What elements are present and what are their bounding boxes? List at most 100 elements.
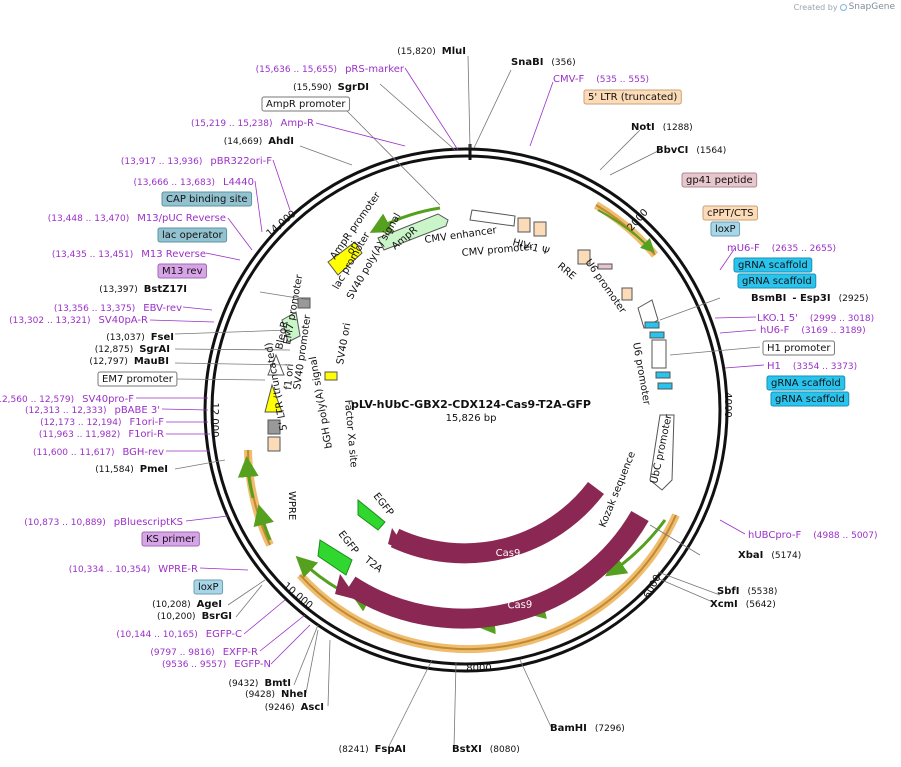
- feature-box: [766, 375, 846, 391]
- primer-name: EBV-rev: [143, 303, 182, 314]
- enzyme-pos: (15,820): [397, 47, 436, 57]
- feature-box: [710, 221, 741, 237]
- grna-box: [644, 321, 660, 329]
- egfp-arrow: [357, 498, 386, 531]
- primer-label: EXFP-R (9797 .. 9816): [150, 647, 258, 658]
- enzyme-label: SnaBI(356): [511, 57, 576, 68]
- feature-box-label: cPPT/CTS: [702, 205, 758, 221]
- enzyme-pos: (7296): [595, 724, 625, 734]
- primer-range: (10,144 .. 10,165): [116, 630, 197, 640]
- feature-box: [261, 96, 350, 112]
- orf-arrow: [597, 209, 655, 253]
- primer-label: Amp-R(15,219 .. 15,238): [191, 118, 314, 129]
- tick-label: 12,000: [209, 403, 220, 438]
- enzyme-label: BstZ17I(13,397): [99, 284, 187, 295]
- enzyme-pos: (11,584): [95, 465, 134, 475]
- enzyme-label: NotI(1288): [631, 122, 693, 133]
- feature-box: [681, 172, 758, 188]
- primer-range: (3354 .. 3373): [793, 362, 857, 372]
- feature-box-label: EM7 promoter: [97, 371, 178, 387]
- enzyme-name: PmeI: [140, 464, 168, 475]
- plasmid-size: 15,826 bp: [446, 413, 497, 424]
- grna-box: [649, 331, 665, 339]
- enzyme-pos: (14,669): [224, 137, 263, 147]
- bgh-box: [267, 419, 281, 435]
- enzyme-name: BmtI: [264, 678, 291, 689]
- primer-name: H1: [767, 361, 781, 372]
- enzyme-label: BmtI(9432): [229, 678, 291, 689]
- primer-name: EXFP-R: [223, 647, 258, 658]
- feature-box: [762, 340, 835, 356]
- primer-range: (13,666 .. 13,683): [134, 178, 215, 188]
- primer-label: CMV-F(535 .. 555): [553, 74, 649, 85]
- enzyme-name: XbaI: [738, 550, 763, 561]
- feature-box-label: gRNA scaffold: [737, 273, 817, 289]
- primer-range: (9536 .. 9557): [162, 660, 226, 670]
- enzyme-pos: (9246): [265, 703, 295, 713]
- enzyme-label: NheI(9428): [245, 689, 307, 700]
- orf-arc-line: [299, 514, 677, 651]
- enzyme-label: AscI(9246): [265, 702, 324, 713]
- cas9-label: Cas9: [496, 548, 521, 559]
- enzyme-name: FseI: [151, 332, 174, 343]
- feature-box: [157, 263, 207, 279]
- enzyme-pos: (13,037): [106, 333, 145, 343]
- feature-box: [193, 579, 224, 595]
- primer-name: CMV-F: [553, 74, 584, 85]
- enzyme-name: - Esp3I: [792, 293, 830, 304]
- primer-range: (9797 .. 9816): [150, 648, 214, 658]
- rre-box: [577, 249, 591, 265]
- primer-label: F1ori-F(12,173 .. 12,194): [40, 417, 164, 428]
- primer-range: (13,917 .. 13,936): [121, 157, 202, 167]
- primer-range: (12,560 .. 12,579): [0, 395, 74, 405]
- primer-name: pRS-marker: [345, 64, 405, 75]
- plasmid-name: pLV-hUbC-GBX2-CDX124-Cas9-T2A-GFP: [351, 398, 591, 411]
- feature-box-text: H1 promoter: [767, 343, 831, 354]
- primer-name: pBR322ori-F: [210, 156, 272, 167]
- primer-label: F1ori-R(11,963 .. 11,982): [39, 429, 164, 440]
- primer-label: SV40pro-F(12,560 .. 12,579): [0, 394, 134, 405]
- primer-label: pBABE 3'(12,313 .. 12,333): [25, 405, 160, 416]
- enzyme-pos: (12,797): [89, 357, 128, 367]
- enzyme-label: XbaI (5174): [738, 550, 801, 561]
- primer-label: M13 Reverse(13,435 .. 13,451): [52, 249, 206, 260]
- feature-box: [737, 273, 817, 289]
- cas9-arrowhead: [388, 528, 408, 552]
- primer-label: hU6-F(3169 .. 3189): [760, 325, 866, 336]
- primer-name: hU6-F: [760, 325, 790, 336]
- grna-box: [657, 382, 673, 390]
- enzyme-pos: (2925): [839, 294, 869, 304]
- primer-range: (13,448 .. 13,470): [48, 214, 129, 224]
- tick-label: 8000: [466, 663, 491, 674]
- feature-box-label: loxP: [193, 579, 224, 595]
- feature-box-label: gp41 peptide: [681, 172, 758, 188]
- enzyme-name: BsmBI: [751, 293, 786, 304]
- feature-box-text: gRNA scaffold: [775, 394, 845, 405]
- enzyme-label: BbvCI(1564): [656, 145, 726, 156]
- feature-box-label: CAP binding site: [161, 191, 253, 207]
- enzyme-pos: (1564): [696, 146, 726, 156]
- feature-box-label: lac operator: [157, 227, 228, 243]
- enzyme-pos: (12,875): [95, 345, 134, 355]
- enzyme-label: SgrAI(12,875): [95, 344, 170, 355]
- enzyme-name: XcmI: [710, 599, 738, 610]
- feature-box: [161, 191, 253, 207]
- credit-brand: SnapGene: [848, 2, 895, 12]
- primer-name: M13/pUC Reverse: [137, 213, 226, 224]
- primer-range: (10,873 .. 10,889): [24, 518, 105, 528]
- primer-range: (13,356 .. 13,375): [54, 304, 135, 314]
- feature-box: [702, 205, 758, 221]
- h1-promoter-shape: [651, 339, 667, 369]
- enzyme-label: BstXI(8080): [452, 744, 520, 755]
- enzyme-label: SgrDI(15,590): [293, 82, 369, 93]
- primer-name: WPRE-R: [158, 564, 198, 575]
- enzyme-pos: (5538): [747, 587, 777, 597]
- inner-feature-label: T2A: [361, 554, 384, 575]
- primer-label: M13/pUC Reverse (13,448 .. 13,470): [48, 213, 226, 224]
- primer-range: (12,313 .. 12,333): [25, 406, 106, 416]
- enzyme-pos: (5174): [771, 551, 801, 561]
- enzyme-pos: (10,200): [157, 612, 196, 622]
- primer-name: F1ori-R: [128, 429, 164, 440]
- ltr-box: [267, 436, 281, 452]
